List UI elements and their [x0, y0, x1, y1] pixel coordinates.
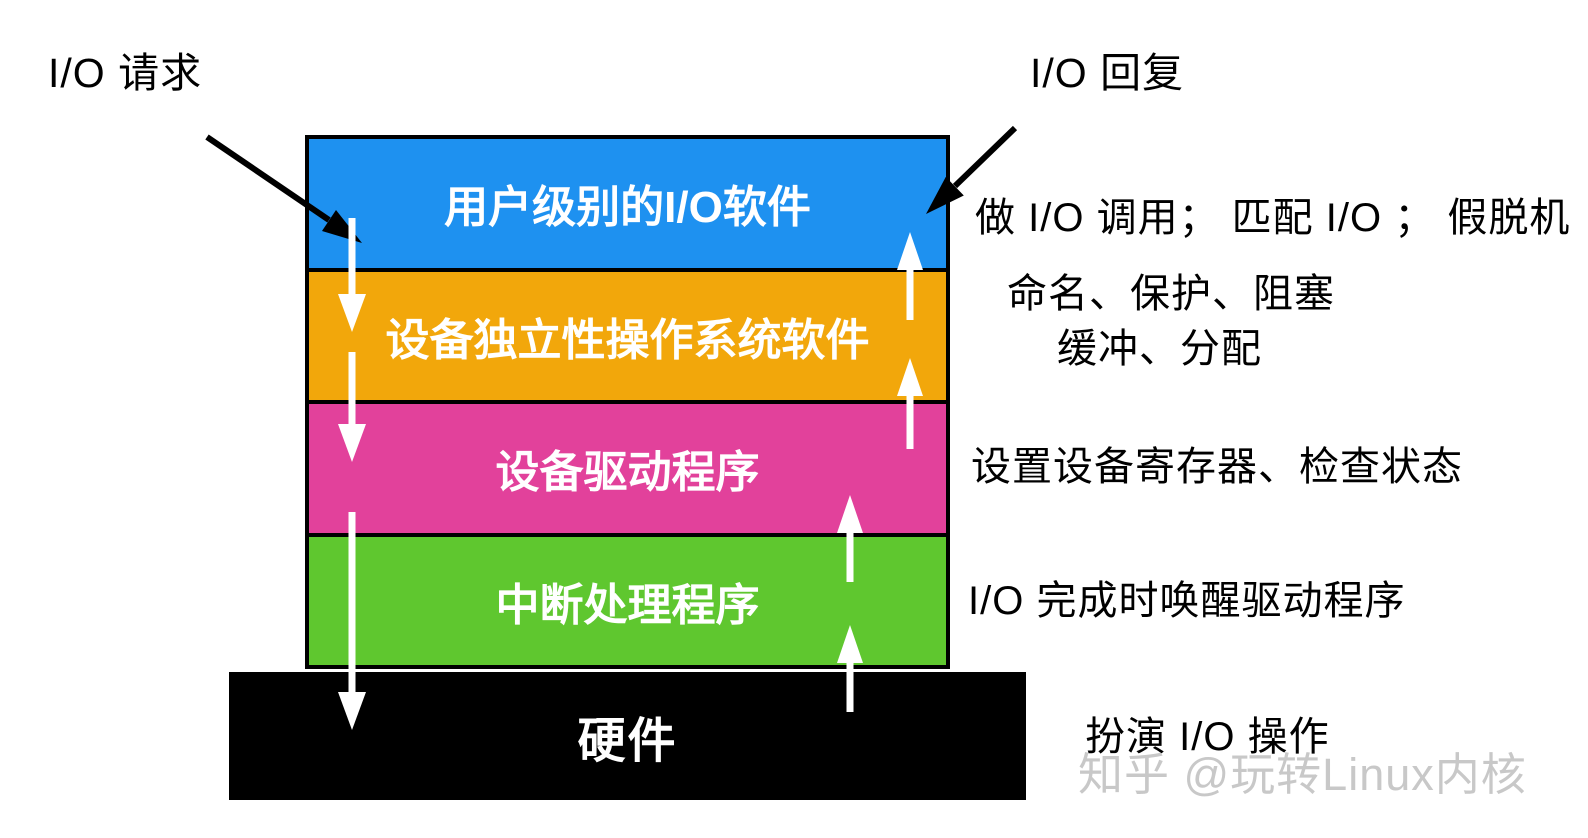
hardware-box: 硬件	[229, 672, 1026, 800]
io-reply-label: I/O 回复	[1030, 50, 1185, 96]
layer-device-driver: 设备驱动程序	[309, 404, 946, 537]
io-request-label: I/O 请求	[48, 50, 203, 96]
annotation-interrupt-handler: I/O 完成时唤醒驱动程序	[968, 579, 1406, 623]
hardware-label: 硬件	[577, 715, 678, 768]
watermark-text: 知乎 @玩转Linux内核	[1078, 749, 1527, 800]
annotation-device-driver: 设置设备寄存器、检查状态	[971, 445, 1463, 489]
layer-user-level-io-software: 用户级别的I/O软件	[309, 139, 946, 272]
layer-user-level-io-software-label: 用户级别的I/O软件	[444, 183, 811, 233]
layer-device-driver-label: 设备驱动程序	[495, 448, 760, 498]
layer-interrupt-handler-label: 中断处理程序	[495, 580, 760, 630]
software-layer-stack: 用户级别的I/O软件 设备独立性操作系统软件 设备驱动程序 中断处理程序	[305, 135, 950, 669]
annotation-hardware: 扮演 I/O 操作	[1085, 715, 1330, 759]
layer-interrupt-handler: 中断处理程序	[309, 536, 946, 665]
annotation-device-independent-line2: 缓冲、分配	[1057, 327, 1262, 371]
annotation-user-level-io: 做 I/O 调用； 匹配 I/O ； 假脱机	[975, 196, 1571, 240]
layer-device-independent-os-software: 设备独立性操作系统软件	[309, 271, 946, 404]
layer-device-independent-os-software-label: 设备独立性操作系统软件	[385, 315, 870, 365]
annotation-device-independent-line1: 命名、保护、阻塞	[1007, 272, 1335, 316]
